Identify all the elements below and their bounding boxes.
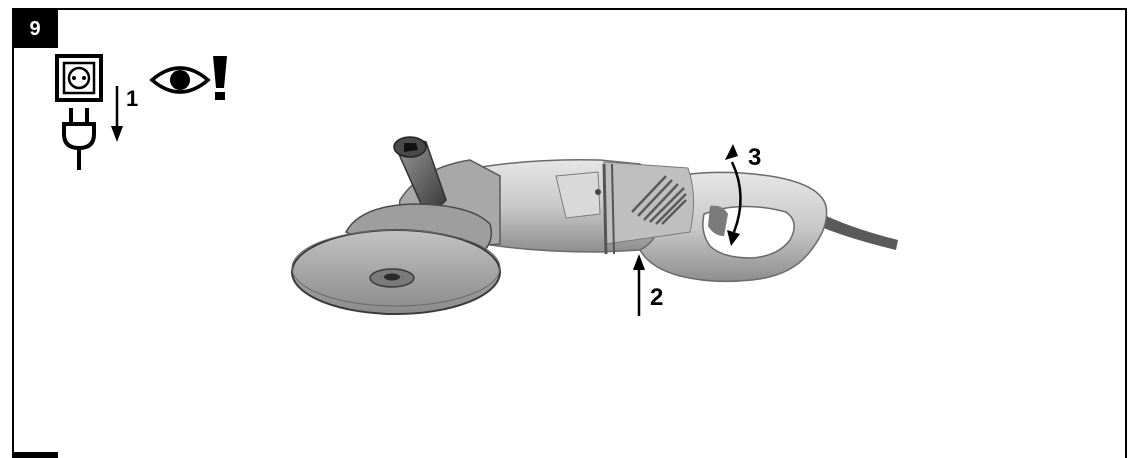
figure-number: 9 (29, 17, 41, 40)
step-3-label: 3 (748, 144, 762, 171)
power-plug-icon (62, 108, 96, 170)
power-socket-icon (55, 54, 103, 102)
step-3-arrow (725, 144, 742, 246)
step-2-label: 2 (650, 284, 664, 311)
eye-icon (149, 66, 211, 94)
step-1-label: 1 (126, 86, 139, 111)
exclamation-icon (213, 56, 227, 100)
step-2-arrow (633, 254, 645, 316)
figure-number-badge: 9 (12, 10, 58, 48)
figure-panel (12, 8, 1127, 458)
step-1-arrow (111, 86, 123, 142)
angle-grinder-illustration (291, 136, 898, 315)
next-figure-badge (12, 452, 58, 458)
